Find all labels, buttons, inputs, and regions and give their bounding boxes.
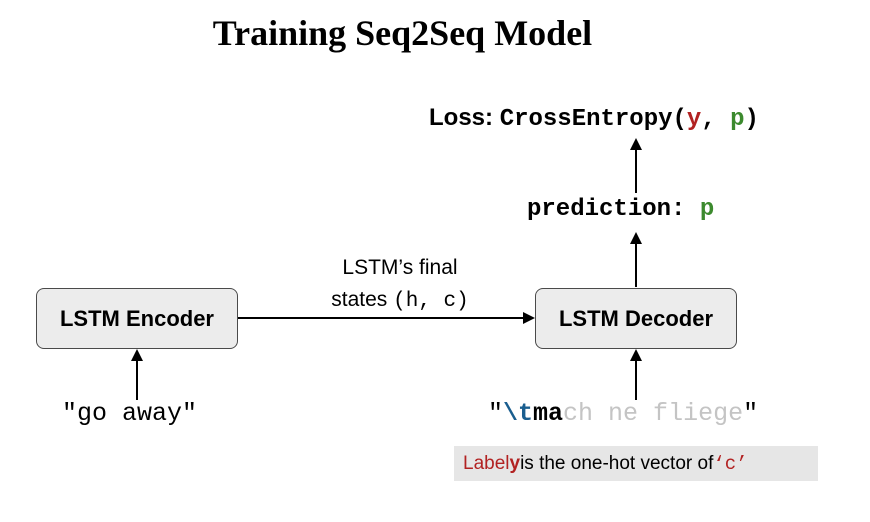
loss-formula: Loss: CrossEntropy(y, p)	[429, 104, 759, 133]
lstm-encoder-label: LSTM Encoder	[59, 305, 214, 331]
label-note-label: Label	[463, 452, 510, 474]
decoder-input-remaining-chars: ch ne fliege	[563, 399, 744, 428]
decoder-input-close-quote: "	[743, 399, 759, 428]
decoder-input-start-token: \t	[503, 399, 534, 428]
encoder-input-text: "go away"	[62, 399, 198, 428]
final-states-label: LSTM’s final states (h, c)	[300, 252, 500, 318]
label-note-char: ‘c’	[713, 452, 748, 475]
loss-target-y: y	[686, 106, 702, 133]
decoder-input-open-quote: "	[488, 399, 504, 428]
loss-separator: ,	[701, 106, 731, 133]
decoder-input-done-chars: ma	[533, 399, 564, 428]
lstm-encoder-box: LSTM Encoder	[36, 288, 238, 349]
final-states-prefix: states	[331, 288, 394, 311]
decoder-input-text: "\tmach ne fliege"	[488, 399, 758, 428]
loss-label: Loss:	[429, 104, 500, 131]
loss-close: )	[744, 106, 759, 133]
label-note-y: y	[509, 452, 521, 474]
page-title: Training Seq2Seq Model	[212, 13, 593, 53]
lstm-decoder-box: LSTM Decoder	[535, 288, 737, 349]
prediction-label: prediction: p	[527, 196, 714, 223]
prediction-text: prediction:	[527, 196, 700, 223]
label-note: Label y is the one-hot vector of ‘c’	[454, 446, 818, 481]
final-states-line2: states (h, c)	[300, 284, 500, 318]
loss-prediction-p: p	[730, 106, 745, 133]
final-states-line1: LSTM’s final	[342, 256, 458, 279]
final-states-code: (h, c)	[393, 290, 469, 313]
lstm-decoder-label: LSTM Decoder	[558, 305, 714, 331]
prediction-p: p	[699, 196, 715, 223]
label-note-middle: is the one-hot vector of	[520, 452, 714, 474]
loss-function: CrossEntropy(	[499, 106, 687, 133]
